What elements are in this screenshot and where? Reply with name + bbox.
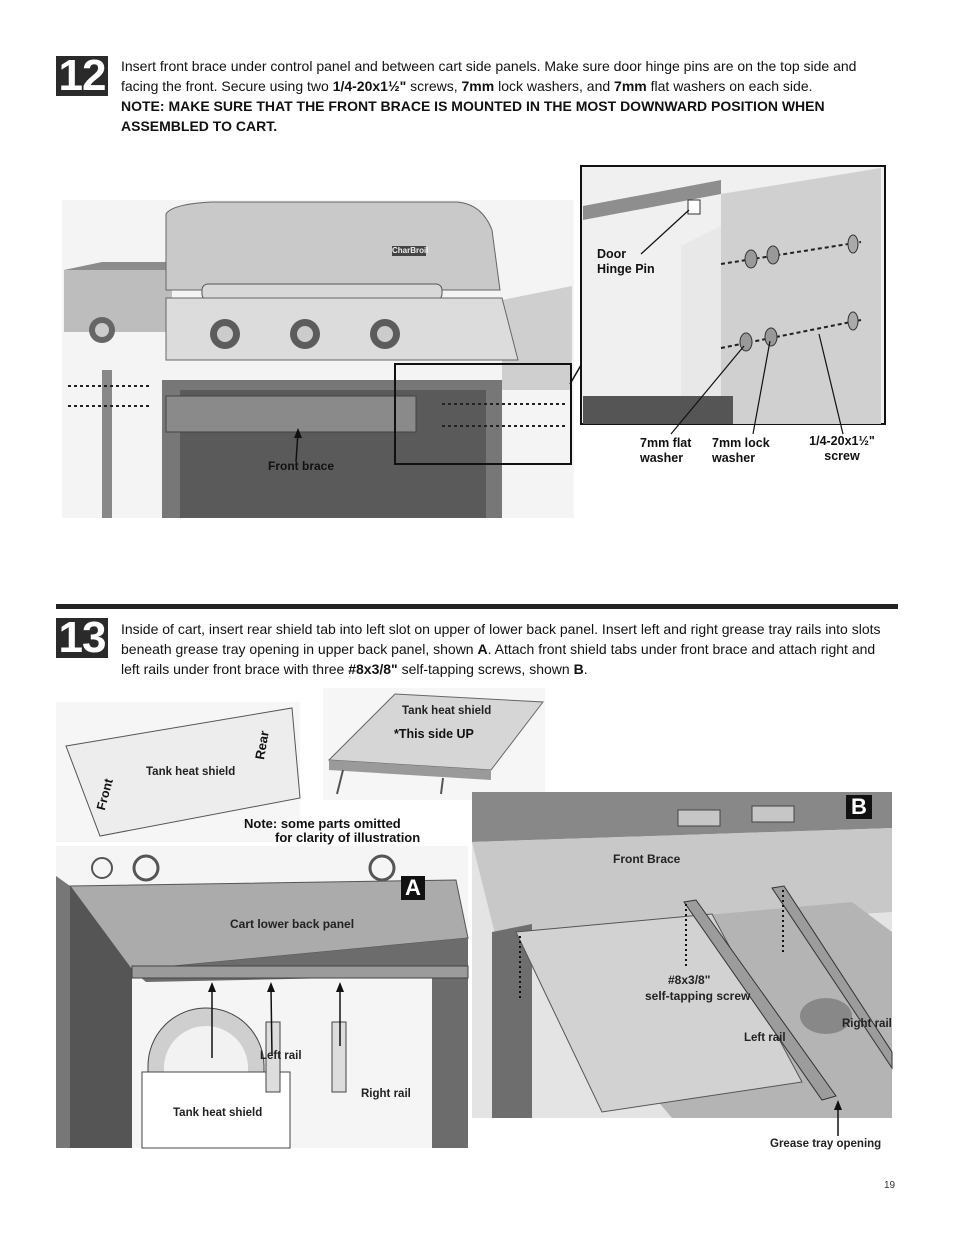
section-divider <box>56 604 898 609</box>
hinge-detail-illustration <box>580 165 886 435</box>
panel-b-tag: B <box>846 795 872 819</box>
note-omitted-1: Note: some parts omitted <box>244 816 401 831</box>
label-right-rail-b: Right rail <box>842 1018 892 1030</box>
label-tank-heat-shield-a: Tank heat shield <box>173 1107 263 1119</box>
step-12-lock-size: 7mm <box>461 78 495 94</box>
step-12-flat-size: 7mm <box>614 78 647 94</box>
label-left-rail-b: Left rail <box>744 1032 786 1044</box>
label-right-rail-a: Right rail <box>361 1088 411 1100</box>
label-this-side-up: *This side UP <box>394 727 474 741</box>
step-13-screw-spec: #8x3/8" <box>348 661 398 677</box>
step-13-number: 13 <box>56 616 108 660</box>
label-self-tapping-1: #8x3/8" <box>668 973 711 987</box>
label-left-rail-a: Left rail <box>260 1050 302 1062</box>
step-12-text-b: screws, <box>406 78 462 94</box>
label-cart-lower-back-panel: Cart lower back panel <box>230 917 355 931</box>
tank-heat-shield-flat-illustration <box>56 702 301 842</box>
panel-a-tag: A <box>401 876 425 900</box>
label-door-hinge-pin: Door Hinge Pin <box>597 247 655 276</box>
step-13-text-a: Inside of cart, insert rear shield tab i… <box>121 621 881 657</box>
panel-a-illustration <box>56 846 469 1149</box>
tank-heat-shield-3d-illustration <box>323 688 545 800</box>
step-13-instructions: Inside of cart, insert rear shield tab i… <box>121 619 893 679</box>
label-lock-washer: 7mm lock washer <box>712 436 770 465</box>
label-tank-heat-shield-flat: Tank heat shield <box>146 766 236 778</box>
label-self-tapping-2: self-tapping screw <box>645 989 751 1003</box>
step-12-text-c: lock washers, and <box>494 78 615 94</box>
label-screw: 1/4-20x1½" screw <box>809 434 875 463</box>
step-12-number: 12 <box>56 54 108 98</box>
step-12-note: NOTE: MAKE SURE THAT THE FRONT BRACE IS … <box>121 98 825 134</box>
label-front-brace-b: Front Brace <box>613 852 681 866</box>
step-12-text-d: flat washers on each side. <box>646 78 813 94</box>
step-13-text-d: . <box>583 661 588 677</box>
label-flat-washer: 7mm flat washer <box>640 436 692 465</box>
note-omitted-2: for clarity of illustration <box>275 830 421 845</box>
label-grease-tray-opening: Grease tray opening <box>770 1138 882 1150</box>
page-number: 19 <box>884 1180 896 1191</box>
step-13-ref-b: B <box>573 661 584 677</box>
label-front-brace: Front brace <box>268 459 335 473</box>
panel-b-illustration <box>472 792 893 1136</box>
step-12-instructions: Insert front brace under control panel a… <box>121 56 881 136</box>
step-12-screw-spec: 1/4-20x1½" <box>332 78 407 94</box>
step-13-ref-a: A <box>477 641 488 657</box>
grill-brand-logo: CharBroil <box>392 246 429 255</box>
step-12-text-a: Insert front brace under control panel a… <box>121 58 857 94</box>
label-tank-heat-shield-top: Tank heat shield <box>402 705 492 717</box>
step-13-text-c: self-tapping screws, shown <box>397 661 574 677</box>
grill-illustration <box>62 200 574 518</box>
step-13-text-b: . Attach front shield tabs under front b… <box>121 641 876 677</box>
